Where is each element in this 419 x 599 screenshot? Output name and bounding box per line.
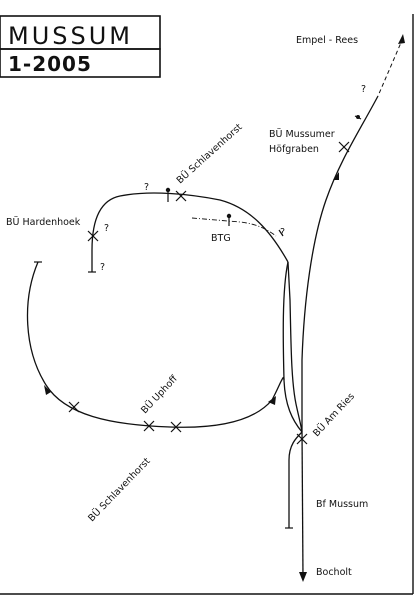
- label-bu-hardenhoek: BÜ Hardenhoek: [6, 217, 81, 228]
- crossing-mussumer-hoefgraben: [338, 141, 350, 153]
- junction-track-b: [282, 261, 303, 433]
- arrow-loop-west: [44, 385, 51, 395]
- arrow-loop-east: [268, 396, 276, 405]
- crossing-hardenhoek: [87, 230, 99, 242]
- crossing-uphoff-b: [170, 421, 182, 433]
- arrow-empel-rees: [398, 34, 405, 44]
- label-bu-am-ries: BÜ Am Ries: [311, 391, 357, 439]
- label-empel-rees: Empel - Rees: [296, 35, 358, 46]
- question-mark-btg: ?: [280, 227, 285, 238]
- signal-main-north: [354, 115, 362, 120]
- label-btg: BTG: [211, 233, 231, 244]
- title-box: MUSSUM 1-2005: [0, 15, 161, 78]
- question-mark-hardenhoek: ?: [104, 223, 109, 234]
- station-title: MUSSUM: [8, 22, 133, 50]
- crossing-loop-west: [68, 401, 80, 413]
- label-bocholt: Bocholt: [316, 567, 352, 578]
- main-line-south: [301, 429, 304, 579]
- label-hoefgraben: Höfgraben: [269, 144, 319, 155]
- question-mark-loop-top: ?: [144, 182, 149, 193]
- signal-schlavenhorst: [165, 187, 171, 202]
- label-bu-schlavenhorst-bottom: BÜ Schlavenhorst: [86, 456, 153, 524]
- label-bu-mussumer: BÜ Mussumer: [269, 129, 335, 140]
- main-line-to-empel-rees-dashed: [377, 37, 404, 97]
- crossing-uphoff-a: [143, 420, 155, 432]
- btg-branch: [191, 217, 277, 237]
- label-bu-uphoff: BÜ Uphoff: [139, 373, 180, 416]
- question-mark-empel: ?: [361, 84, 366, 95]
- date-label: 1-2005: [8, 52, 92, 76]
- crossing-schlavenhorst-top: [175, 190, 187, 202]
- main-line-north: [301, 95, 379, 430]
- crossing-am-ries: [296, 433, 308, 445]
- question-mark-stub: ?: [100, 262, 105, 273]
- loop-track-north: [91, 192, 289, 272]
- siding-bf-mussum: [288, 431, 303, 528]
- signal-btg: [226, 213, 232, 226]
- arrow-bocholt: [299, 572, 307, 582]
- junction-track-a: [287, 261, 303, 433]
- btg-branch-stop: [278, 229, 284, 237]
- label-bf-mussum: Bf Mussum: [316, 499, 368, 510]
- label-bu-schlavenhorst-top: BÜ Schlavenhorst: [175, 122, 245, 187]
- arrow-main-north: [333, 172, 339, 180]
